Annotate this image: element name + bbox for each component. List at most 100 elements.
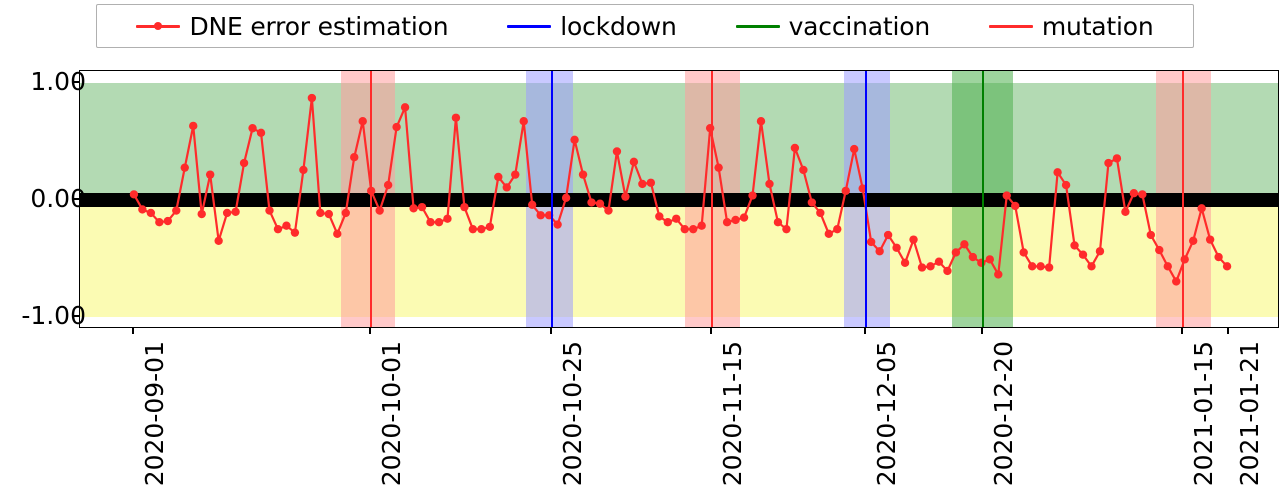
data-point [892, 243, 901, 252]
data-point [765, 179, 774, 189]
x-tick-mark [1181, 328, 1183, 334]
x-tick-mark [864, 328, 866, 334]
data-point [951, 248, 961, 257]
data-point [824, 229, 833, 238]
data-point [400, 103, 410, 112]
data-point [638, 179, 647, 189]
x-tick-label: 2020-12-20 [989, 341, 1018, 487]
data-point [714, 163, 723, 172]
data-point [392, 122, 401, 132]
data-point [129, 190, 139, 199]
data-point [307, 93, 317, 103]
legend-item-lockdown[interactable]: lockdown [507, 14, 677, 39]
data-point [799, 165, 808, 175]
data-point [612, 147, 622, 156]
data-point [934, 257, 944, 266]
x-tick-mark [550, 328, 552, 334]
data-point [163, 216, 172, 226]
data-point [383, 180, 393, 190]
data-point [1078, 250, 1088, 259]
data-point [511, 170, 520, 179]
data-point [273, 225, 283, 234]
data-point [299, 165, 308, 175]
data-point [282, 221, 291, 230]
data-point [468, 225, 478, 234]
data-point [1197, 204, 1206, 213]
data-point [689, 225, 698, 234]
data-point [231, 207, 240, 216]
data-point [350, 153, 359, 162]
data-point [1095, 247, 1105, 256]
data-point [833, 225, 842, 234]
event-line-mutation-0 [370, 71, 372, 327]
event-line-mutation-2 [711, 71, 713, 327]
series-line [132, 96, 1229, 283]
data-point [333, 229, 342, 238]
data-point [1104, 158, 1113, 168]
line-marker-icon [136, 19, 181, 33]
data-point [756, 117, 766, 126]
data-point [197, 209, 206, 219]
data-point [502, 183, 511, 192]
legend-item-dne-error-estimation[interactable]: DNE error estimation [136, 14, 449, 39]
data-point [1011, 201, 1020, 211]
data-point [358, 117, 367, 126]
data-point [1061, 180, 1071, 190]
x-tick-label: 2020-10-01 [377, 341, 406, 487]
event-line-vaccination-4 [982, 71, 984, 327]
x-tick-mark [1227, 328, 1229, 334]
data-point [155, 218, 164, 227]
data-point [426, 218, 435, 227]
data-point [909, 235, 918, 244]
data-point [146, 208, 156, 218]
data-point [1112, 154, 1122, 163]
data-point [773, 218, 783, 227]
legend-label-2: vaccination [788, 11, 931, 41]
data-point [248, 124, 257, 133]
data-point [1155, 245, 1164, 255]
data-point [222, 208, 232, 218]
data-point [680, 225, 689, 234]
data-point [883, 230, 893, 240]
data-point [900, 258, 910, 268]
data-point [926, 262, 935, 271]
x-tick-label: 2021-01-15 [1189, 341, 1218, 487]
data-point [434, 218, 444, 227]
data-point [578, 170, 588, 179]
legend-item-mutation[interactable]: mutation [988, 14, 1154, 39]
data-point [587, 198, 596, 207]
data-point [417, 202, 427, 212]
data-point [214, 236, 223, 245]
data-point [324, 209, 334, 219]
legend-line-1 [507, 24, 552, 28]
data-point [994, 270, 1003, 279]
data-point [1002, 191, 1011, 200]
data-point [519, 117, 528, 126]
data-point [858, 184, 867, 193]
data-point [172, 206, 181, 215]
y-tick-mark [73, 315, 79, 317]
plot-area [79, 70, 1279, 328]
data-point [1138, 190, 1147, 199]
data-point [460, 202, 469, 212]
data-point [1214, 252, 1223, 262]
data-point [205, 170, 215, 179]
x-tick-label: 2020-12-05 [872, 341, 901, 487]
data-point [850, 144, 859, 154]
data-point [477, 225, 486, 234]
event-line-mutation-5 [1182, 71, 1184, 327]
data-point [189, 121, 198, 131]
data-point [816, 208, 825, 218]
data-point [494, 172, 503, 182]
data-point [595, 199, 605, 208]
data-point [943, 266, 952, 276]
data-point [697, 221, 706, 230]
data-point [256, 128, 266, 137]
legend-line-2 [735, 24, 780, 28]
data-point [1070, 241, 1079, 250]
legend-item-vaccination[interactable]: vaccination [735, 11, 931, 41]
data-point [841, 186, 850, 196]
data-point [443, 214, 452, 223]
data-point [960, 240, 969, 249]
